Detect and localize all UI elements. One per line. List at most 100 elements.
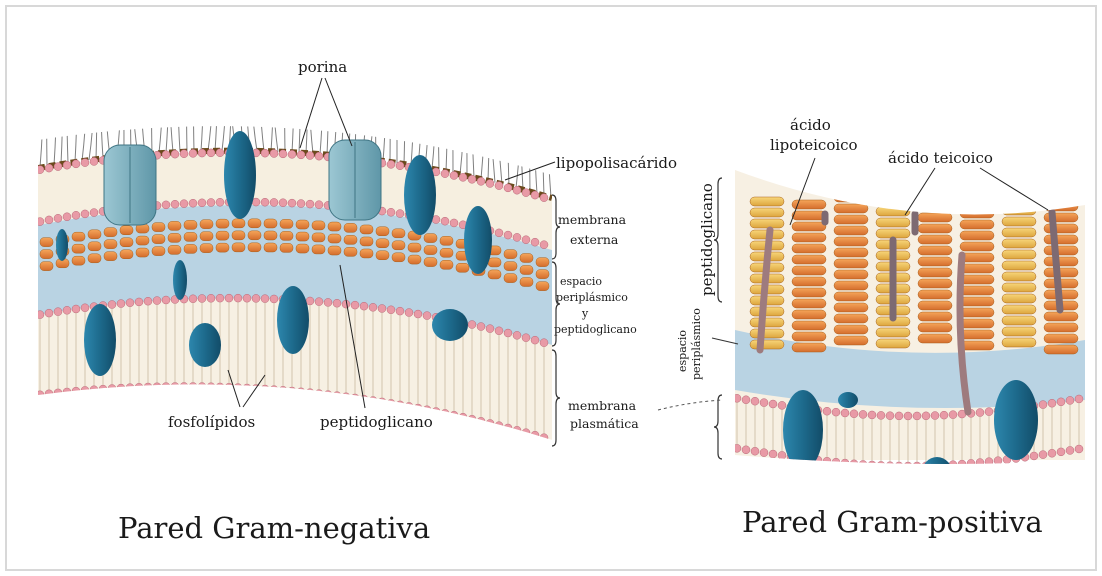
- phospholipid-head: [180, 200, 188, 208]
- peptidoglycan-unit: [328, 246, 341, 255]
- peptidoglycan-unit: [184, 232, 197, 241]
- lps-chain: [252, 56, 257, 151]
- lps-chain: [178, 57, 180, 152]
- peptidoglycan-unit: [456, 263, 469, 272]
- phospholipid-head: [477, 417, 485, 425]
- phospholipid-head: [261, 295, 269, 303]
- label-espacio-vertical-2: periplásmico: [690, 308, 703, 380]
- lps-chain: [411, 47, 414, 165]
- peptidoglycan-unit: [918, 290, 952, 299]
- lps-chain: [516, 52, 521, 188]
- lps-chain: [432, 53, 436, 169]
- phospholipid-head: [531, 336, 539, 344]
- phospholipid-head: [895, 462, 903, 470]
- phospholipid-head: [333, 299, 341, 307]
- phospholipid-head: [414, 310, 422, 318]
- phospholipid-head: [180, 382, 188, 390]
- phospholipid-head: [369, 396, 377, 404]
- phospholipid-head: [252, 294, 260, 302]
- peptidoglycan-unit: [960, 209, 994, 218]
- phospholipid-head: [333, 392, 341, 400]
- phospholipid-head: [117, 384, 125, 392]
- peptidoglycan-unit: [376, 251, 389, 260]
- phospholipid-head: [81, 386, 89, 394]
- phospholipid-head: [994, 457, 1002, 465]
- phospholipid-head: [351, 301, 359, 309]
- phospholipid-head: [198, 199, 206, 207]
- peptidoglycan-unit: [200, 244, 213, 253]
- lps-chain: [130, 42, 131, 156]
- peptidoglycan-unit: [152, 235, 165, 244]
- peptidoglycan-unit: [1044, 334, 1078, 343]
- phospholipid-head: [850, 410, 858, 418]
- phospholipid-head: [36, 166, 44, 174]
- membrane-protein: [464, 206, 492, 274]
- peptidoglycan-unit: [440, 236, 453, 245]
- phospholipid-head: [324, 298, 332, 306]
- peptidoglycan-unit: [440, 248, 453, 257]
- label-espacio-2: periplásmico: [556, 291, 628, 304]
- phospholipid-head: [54, 308, 62, 316]
- peptidoglycan-unit: [960, 286, 994, 295]
- phospholipid-head: [189, 382, 197, 390]
- phospholipid-head: [45, 216, 53, 224]
- lps-chain: [96, 54, 97, 159]
- peptidoglycan-unit: [1002, 327, 1036, 336]
- label-espacio-vertical-1: espacio: [676, 330, 689, 372]
- phospholipid-head: [531, 431, 539, 439]
- phospholipid-head: [324, 391, 332, 399]
- peptidoglycan-unit: [750, 208, 784, 217]
- peptidoglycan-unit: [520, 266, 533, 275]
- phospholipid-head: [832, 458, 840, 466]
- peptidoglycan-unit: [750, 318, 784, 327]
- label-porina: porina: [298, 58, 347, 76]
- phospholipid-head: [441, 170, 449, 178]
- phospholipid-head: [306, 297, 314, 305]
- peptidoglycan-unit: [792, 332, 826, 341]
- phospholipid-head: [297, 388, 305, 396]
- peptidoglycan-unit: [1002, 239, 1036, 248]
- peptidoglycan-unit: [918, 213, 952, 222]
- peptidoglycan-unit: [216, 219, 229, 228]
- peptidoglycan-unit: [918, 191, 952, 200]
- phospholipid-head: [153, 383, 161, 391]
- phospholipid-head: [841, 409, 849, 417]
- phospholipid-head: [198, 383, 206, 391]
- phospholipid-head: [913, 412, 921, 420]
- phospholipid-head: [976, 409, 984, 417]
- phospholipid-head: [733, 444, 741, 452]
- peptidoglycan-unit: [834, 259, 868, 268]
- phospholipid-head: [108, 301, 116, 309]
- teicoico-pointer: [905, 168, 935, 215]
- phospholipid-head: [540, 434, 548, 442]
- phospholipid-head: [450, 411, 458, 419]
- lps-chain: [542, 56, 544, 196]
- peptidoglycan-unit: [408, 243, 421, 252]
- peptidoglycan-unit: [536, 282, 549, 291]
- lps-chain: [40, 48, 43, 168]
- phospholipid-head: [378, 305, 386, 313]
- title-gram-positive: Pared Gram-positiva: [742, 505, 1043, 539]
- phospholipid-head: [850, 460, 858, 468]
- peptidoglycan-unit: [1002, 228, 1036, 237]
- phospholipid-head: [1039, 401, 1047, 409]
- phospholipid-head: [859, 410, 867, 418]
- peptidoglycan-unit: [792, 266, 826, 275]
- phospholipid-head: [495, 422, 503, 430]
- phospholipid-head: [306, 200, 314, 208]
- phospholipid-head: [171, 382, 179, 390]
- peptidoglycan-unit: [918, 301, 952, 310]
- phospholipid-head: [958, 460, 966, 468]
- lps-chain: [547, 40, 551, 197]
- phospholipid-head: [513, 331, 521, 339]
- peptidoglycan-unit: [960, 341, 994, 350]
- phospholipid-head: [868, 411, 876, 419]
- lps-chain: [488, 40, 490, 181]
- phospholipid-head: [216, 294, 224, 302]
- phospholipid-head: [931, 412, 939, 420]
- phospholipid-head: [144, 383, 152, 391]
- peptidoglycan-unit: [168, 233, 181, 242]
- phospholipid-head: [54, 163, 62, 171]
- peptidoglycan-unit: [264, 231, 277, 240]
- label-espacio-4: peptidoglicano: [554, 323, 637, 336]
